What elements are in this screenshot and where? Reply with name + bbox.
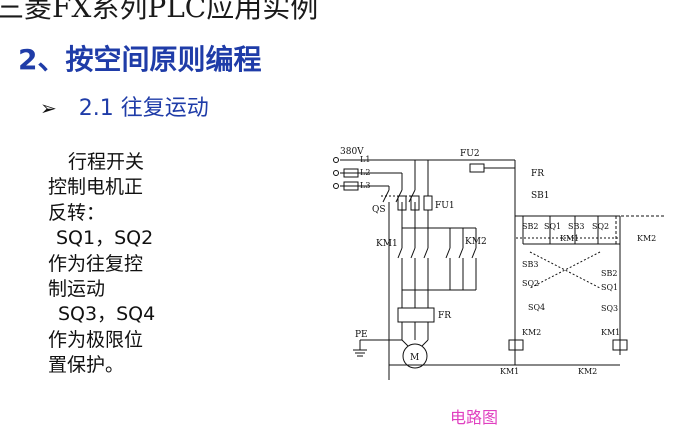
description-text: 行程开关 控制电机正 反转： SQ1，SQ2 作为往复控 制运动 SQ3，SQ4… (48, 150, 183, 379)
label-sb1: SB1 (531, 191, 550, 201)
slide-title-partial: 三菱FX系列PLC应用实例 (0, 0, 319, 24)
body-line: 制运动 (48, 278, 106, 301)
label-l1: L1 (360, 155, 370, 164)
label-pe: PE (355, 330, 368, 340)
body-line: 控制电机正 (48, 176, 144, 199)
label-km1-main: KM1 (376, 239, 398, 249)
label-l2: L2 (360, 168, 370, 177)
label-voltage: 380V (340, 147, 364, 157)
label-motor: M (410, 353, 419, 363)
label-km1-aux: KM1 (560, 234, 579, 243)
subheading-row: ➢ 2.1 往复运动 (40, 90, 209, 122)
arrow-bullet-icon: ➢ (40, 96, 57, 120)
label-sq4: SQ4 (528, 303, 545, 312)
label-fu1: FU1 (435, 201, 455, 211)
label-sb3: SB3 (568, 222, 584, 231)
body-line: 反转： (48, 201, 106, 224)
label-qs: QS (372, 205, 386, 215)
label-sq2-top: SQ2 (592, 222, 609, 231)
label-sb3-left: SB3 (522, 260, 538, 269)
label-fr-main: FR (438, 311, 451, 321)
label-km2-main: KM2 (465, 237, 487, 247)
label-fu2: FU2 (460, 149, 480, 159)
label-sb2-right: SB2 (601, 269, 617, 278)
body-line: SQ3，SQ4 (58, 303, 156, 326)
label-sq1-right: SQ1 (601, 283, 618, 292)
label-sq3: SQ3 (601, 304, 618, 313)
body-line: 作为往复控 (48, 252, 144, 275)
subheading-text: 2.1 往复运动 (78, 96, 209, 121)
body-line: SQ1，SQ2 (56, 227, 154, 250)
circuit-diagram: 380V L1 L2 L3 QS FU1 FU2 KM1 KM2 FR PE M… (333, 147, 665, 380)
body-line: 作为极限位 (48, 328, 144, 351)
label-sq2-left: SQ2 (522, 279, 539, 288)
label-km2-left: KM2 (522, 328, 541, 337)
label-km2-aux: KM2 (637, 234, 656, 243)
label-l3: L3 (360, 181, 370, 190)
circuit-labels: 380V L1 L2 L3 QS FU1 FU2 KM1 KM2 FR PE M… (340, 147, 656, 376)
label-sb2: SB2 (522, 222, 538, 231)
label-km1-right: KM1 (601, 328, 620, 337)
label-coil-km2: KM2 (578, 367, 597, 376)
section-heading: 2、按空间原则编程 (18, 43, 262, 76)
label-fr-ctrl: FR (531, 169, 544, 179)
body-line: 行程开关 (68, 151, 145, 173)
body-line: 置保护。 (48, 354, 125, 377)
label-coil-km1: KM1 (500, 367, 519, 376)
label-sq1-top: SQ1 (544, 222, 561, 231)
diagram-caption: 电路图 (450, 408, 499, 427)
